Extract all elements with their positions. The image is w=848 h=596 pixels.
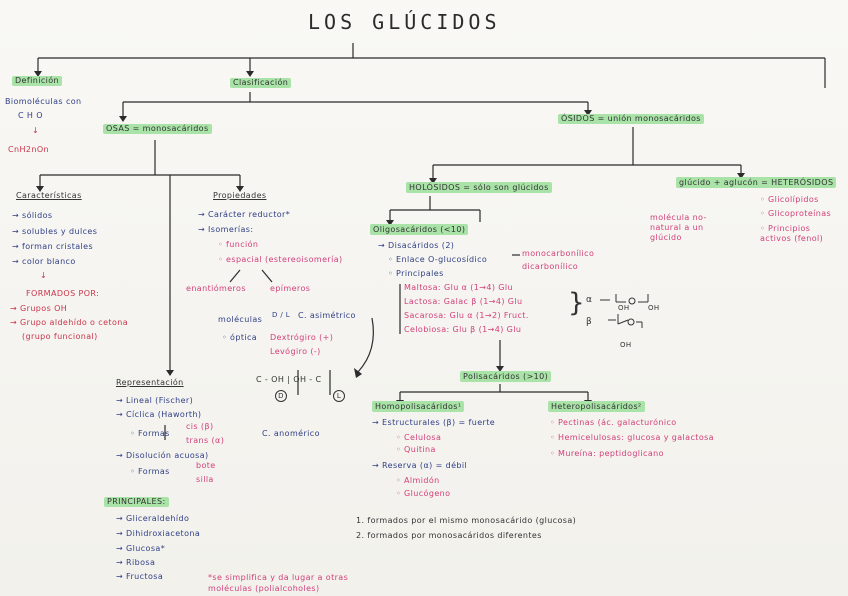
principal-item: → Gliceraldehído: [116, 514, 190, 523]
caracteristica-item: → color blanco: [12, 257, 76, 266]
polisacaridos-heading: Polisacáridos (>10): [460, 371, 552, 382]
glucogeno: ◦ Glucógeno: [396, 489, 451, 498]
estructurales: → Estructurales (β) = fuerte: [372, 418, 496, 427]
propiedad-reductor: → Carácter reductor*: [198, 210, 291, 219]
isomeria-espacial: ◦ espacial (estereoisomería): [218, 255, 343, 264]
heterosido-item: ◦ Glicolípidos: [760, 195, 819, 204]
cis-beta: cis (β): [186, 422, 214, 431]
representacion-ciclica: → Cíclica (Haworth): [116, 410, 202, 419]
propiedad-isomerias: → Isomerías:: [198, 225, 254, 234]
enantiomeros: enantiómeros: [186, 284, 246, 293]
dl-label: D / L: [272, 311, 291, 319]
disacarido-item: Celobiosa: Glu β (1→4) Glu: [404, 325, 522, 334]
formas-1: ◦ Formas: [130, 429, 170, 438]
enlace-glucosidico: ◦ Enlace O-glucosídico: [388, 255, 488, 264]
heterosido-item: ◦ Glicoproteínas: [760, 209, 832, 218]
formados-item: (grupo funcional): [22, 332, 98, 341]
principal-item: → Dihidroxiacetona: [116, 529, 201, 538]
representacion-heading: Representación: [116, 378, 184, 387]
holosidos-heading: HOLÓSIDOS = sólo son glúcidos: [406, 182, 552, 193]
homopolisacaridos: Homopolisacáridos¹: [372, 401, 465, 412]
oh-label: OH: [618, 304, 630, 312]
optica: ◦ óptica: [222, 333, 258, 342]
principal-item: → Fructosa: [116, 572, 164, 581]
propiedades-heading: Propiedades: [213, 191, 267, 200]
disacarido-item: Maltosa: Glu α (1→4) Glu: [404, 283, 513, 292]
isomeria-funcion: ◦ función: [218, 240, 259, 249]
hemicelulosas: ◦ Hemicelulosas: glucosa y galactosa: [550, 433, 714, 442]
principal-item: → Glucosa*: [116, 544, 166, 553]
definicion-line2: C H O: [18, 111, 43, 120]
trans-alpha: trans (α): [186, 436, 225, 445]
disacaridos: → Disacáridos (2): [378, 241, 455, 250]
disacarido-item: Lactosa: Galac β (1→4) Glu: [404, 297, 523, 306]
nota-2: 2. formados por monosacáridos diferentes: [356, 531, 542, 540]
heterosidos-nota: molécula no-natural a un glúcido: [650, 213, 707, 242]
dicarbonilico: dicarbonílico: [522, 262, 579, 271]
monocarbonilico: monocarbonílico: [522, 249, 595, 258]
bote: bote: [196, 461, 216, 470]
c-asimetrico: C. asimétrico: [298, 311, 356, 320]
osas-heading: OSAS = monosacáridos: [103, 124, 212, 134]
reserva: → Reserva (α) = débil: [372, 461, 468, 470]
page-title: LOS GLÚCIDOS: [308, 10, 501, 34]
representacion-lineal: → Lineal (Fischer): [116, 396, 194, 405]
principales-heading: PRINCIPALES:: [104, 497, 169, 507]
brace: }: [568, 288, 585, 318]
mureina: ◦ Mureína: peptidoglicano: [550, 449, 664, 458]
moleculas: moléculas: [218, 315, 263, 324]
almidon: ◦ Almidón: [396, 476, 440, 485]
definicion-arrow: ↓: [32, 126, 40, 135]
epimeros: epímeros: [270, 284, 311, 293]
estructura-dl: C - OH | OH - C: [256, 375, 322, 384]
nota-asterisco: *se simplifica y da lugar a otras molécu…: [208, 573, 349, 593]
clasificacion-heading: Clasificación: [230, 78, 292, 88]
definicion-heading: Definición: [12, 76, 62, 86]
formados-por: FORMADOS POR:: [26, 289, 100, 298]
beta-label: β: [586, 317, 593, 327]
definicion-line1: Biomoléculas con: [5, 97, 82, 106]
caracteristica-item: → solubles y dulces: [12, 227, 98, 236]
disolucion-acuosa: → Disolución acuosa): [116, 451, 209, 460]
nota-1: 1. formados por el mismo monosacárido (g…: [356, 516, 577, 525]
oh-label: OH: [620, 341, 632, 349]
levogiro: Levógiro (-): [270, 347, 321, 356]
heterosidos-heading: glúcido + aglucón = HETERÓSIDOS: [676, 177, 837, 188]
definicion-formula: CnH2nOn: [8, 145, 49, 154]
caracteristica-item: → sólidos: [12, 211, 53, 220]
formados-item: → Grupo aldehído o cetona: [10, 318, 129, 327]
silla: silla: [196, 475, 214, 484]
principal-item: → Ribosa: [116, 558, 156, 567]
heterosido-item: ◦ Principios activos (fenol): [760, 224, 824, 243]
formas-2: ◦ Formas: [130, 467, 170, 476]
heteropolisacaridos: Heteropolisacáridos²: [548, 401, 645, 412]
osidos-heading: ÓSIDOS = unión monosacáridos: [558, 114, 704, 124]
c-anomerico: C. anomérico: [262, 429, 320, 438]
l-label: L: [333, 390, 345, 402]
celulosa: ◦ Celulosa: [396, 433, 442, 442]
principales-oligo: ◦ Principales: [388, 269, 444, 278]
quitina: ◦ Quitina: [396, 445, 436, 454]
disacarido-item: Sacarosa: Glu α (1→2) Fruct.: [404, 311, 529, 320]
alpha-beta-structure: [600, 294, 649, 328]
caracteristicas-arrow: ↓: [40, 271, 48, 280]
dextrogiro: Dextrógiro (+): [270, 333, 334, 342]
caracteristica-item: → forman cristales: [12, 242, 94, 251]
formados-item: → Grupos OH: [10, 304, 68, 313]
oligosacaridos-heading: Oligosacáridos (<10): [370, 224, 469, 235]
pectinas: ◦ Pectinas (ác. galacturónico: [550, 418, 677, 427]
d-label: D: [275, 390, 287, 402]
oh-label: OH: [648, 304, 660, 312]
alpha-label: α: [586, 295, 593, 305]
caracteristicas-heading: Características: [16, 191, 82, 200]
